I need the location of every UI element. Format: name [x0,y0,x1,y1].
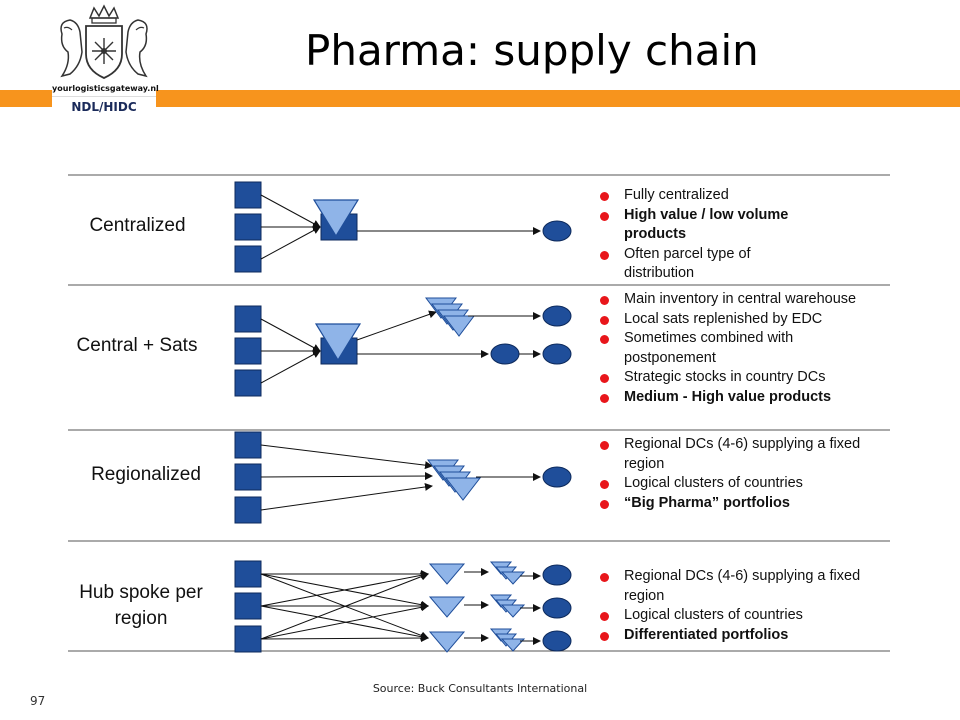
row-label-line: Regionalized [91,464,201,485]
crest-icon [60,4,148,79]
bullet-item: Often parcel type of distribution [598,245,808,284]
plant-node [234,245,262,273]
row-label-line: region [114,608,168,629]
logo: yourlogisticsgateway.nl NDL/HIDC [52,4,159,117]
bullets-hub-spoke: Regional DCs (4-6) supplying a fixed reg… [598,567,898,645]
customer-node [542,220,572,242]
row-label-line: Central + Sats [76,335,198,356]
plant-node [234,181,262,209]
row-label-hub-spoke: Hub spoke per region [66,580,216,632]
distribution-center-icon [312,199,360,238]
row-label-line: Centralized [89,215,186,236]
bullets-central-sats: Main inventory in central warehouse Loca… [598,290,888,407]
bullet-item: Logical clusters of countries [598,474,898,494]
bullet-item: Medium - High value products [598,388,888,408]
row-label-line: Hub spoke per [79,582,203,603]
bullets-centralized: Fully centralized High value / low volum… [598,186,808,284]
slide-number: 97 [30,694,46,708]
bullet-item: Fully centralized [598,186,808,206]
header-accent-bar [0,90,960,107]
logo-site-text: yourlogisticsgateway.nl [52,84,159,93]
source-caption: Source: Buck Consultants International [372,682,588,695]
plant-node [234,213,262,241]
bullet-item: “Big Pharma” portfolios [598,494,898,514]
logo-org-text: NDL/HIDC [71,100,137,114]
bullet-item: Regional DCs (4-6) supplying a fixed reg… [598,435,898,474]
diagram-central-sats [234,297,572,397]
bullet-item: Main inventory in central warehouse [598,290,888,310]
row-label-central-sats: Central + Sats [62,333,212,359]
diagram-centralized [234,181,572,273]
bullet-item: Local sats replenished by EDC [598,310,888,330]
logo-org-band: NDL/HIDC [52,96,156,117]
bullet-item: Logical clusters of countries [598,606,898,626]
diagram-hub-spoke [234,560,572,653]
bullets-regionalized: Regional DCs (4-6) supplying a fixed reg… [598,435,898,513]
page-title: Pharma: supply chain [305,26,759,75]
diagram-regionalized [234,431,572,524]
bullet-item: Regional DCs (4-6) supplying a fixed reg… [598,567,898,606]
bullet-item: Strategic stocks in country DCs [598,368,888,388]
bullet-item: High value / low volume products [598,206,808,245]
bullet-item: Sometimes combined with postponement [598,329,888,368]
row-label-centralized: Centralized [70,213,205,239]
row-label-regionalized: Regionalized [76,462,216,488]
bullet-item: Differentiated portfolios [598,626,898,646]
